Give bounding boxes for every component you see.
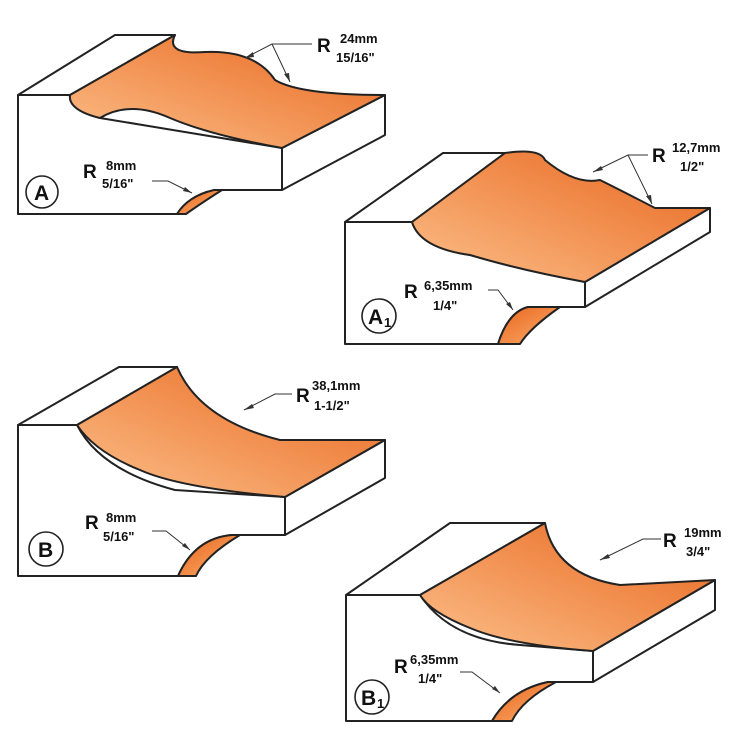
profile-a1-big-r: R — [652, 146, 666, 167]
profile-b-big-radius-leader — [243, 393, 292, 411]
profile-a1-id: A — [368, 306, 383, 329]
profile-a1-big-in: 1/2" — [680, 159, 704, 174]
profile-b1-small-r: R — [394, 657, 408, 678]
profile-b1-big-in: 3/4" — [686, 544, 710, 559]
profile-a1-small-in: 1/4" — [433, 298, 457, 313]
profile-a1-small-radius-leader — [488, 289, 514, 311]
profile-a-big-r: R — [317, 36, 331, 57]
profile-a1-id-sub: 1 — [384, 315, 391, 330]
profile-a1: R 12,7mm 1/2" R 6,35mm 1/4" A 1 — [344, 140, 720, 345]
profile-a-badge: A — [25, 175, 59, 209]
profile-b-big-mm: 38,1mm — [312, 378, 360, 393]
profile-b-id: B — [38, 539, 53, 562]
profile-b-small-radius-leader — [152, 530, 191, 551]
profile-b-small-mm: 8mm — [106, 510, 136, 525]
profile-b1-big-radius-leader — [599, 538, 661, 561]
profile-b1-small-radius-leader — [460, 671, 501, 694]
profile-a-big-mm: 24mm — [340, 31, 378, 46]
profile-a1-big-mm: 12,7mm — [672, 140, 720, 155]
profile-a-big-radius-leader — [244, 43, 312, 83]
profile-b1-big-r: R — [663, 531, 677, 552]
profile-b1-small-mm: 6,35mm — [410, 652, 458, 667]
profile-b-small-in: 5/16" — [103, 529, 134, 544]
profile-a1-badge: A 1 — [361, 298, 397, 334]
profile-a: R 24mm 15/16" R 8mm 5/16" A — [17, 31, 386, 215]
profile-b-small-r: R — [85, 513, 99, 534]
profile-b-badge: B — [28, 531, 64, 567]
profile-a-small-radius-leader — [152, 180, 193, 194]
profile-b1-id-sub: 1 — [377, 696, 384, 711]
profile-a1-big-radius-leader — [592, 154, 653, 205]
profile-a-small-r: R — [83, 162, 97, 183]
profile-b1-badge: B 1 — [354, 679, 390, 715]
profile-a-block — [17, 34, 386, 215]
profile-a-small-mm: 8mm — [106, 158, 136, 173]
profile-a-big-in: 15/16" — [336, 50, 375, 65]
profile-b1-id: B — [361, 687, 376, 710]
profile-b-big-r: R — [296, 386, 310, 407]
profile-b1-small-in: 1/4" — [418, 671, 442, 686]
profile-b: R 38,1mm 1-1/2" R 8mm 5/16" B — [17, 366, 386, 577]
profile-b1-block — [345, 522, 716, 722]
profile-a1-block — [344, 150, 711, 345]
profile-a1-small-mm: 6,35mm — [424, 278, 472, 293]
profile-b-big-in: 1-1/2" — [314, 398, 350, 413]
profile-b1-big-mm: 19mm — [684, 525, 722, 540]
profile-a-id: A — [34, 182, 49, 205]
profile-a1-small-r: R — [404, 282, 418, 303]
profile-b1: R 19mm 3/4" R 6,35mm 1/4" B 1 — [345, 522, 722, 722]
profile-a-small-in: 5/16" — [102, 176, 133, 191]
profile-b-block — [17, 366, 386, 577]
